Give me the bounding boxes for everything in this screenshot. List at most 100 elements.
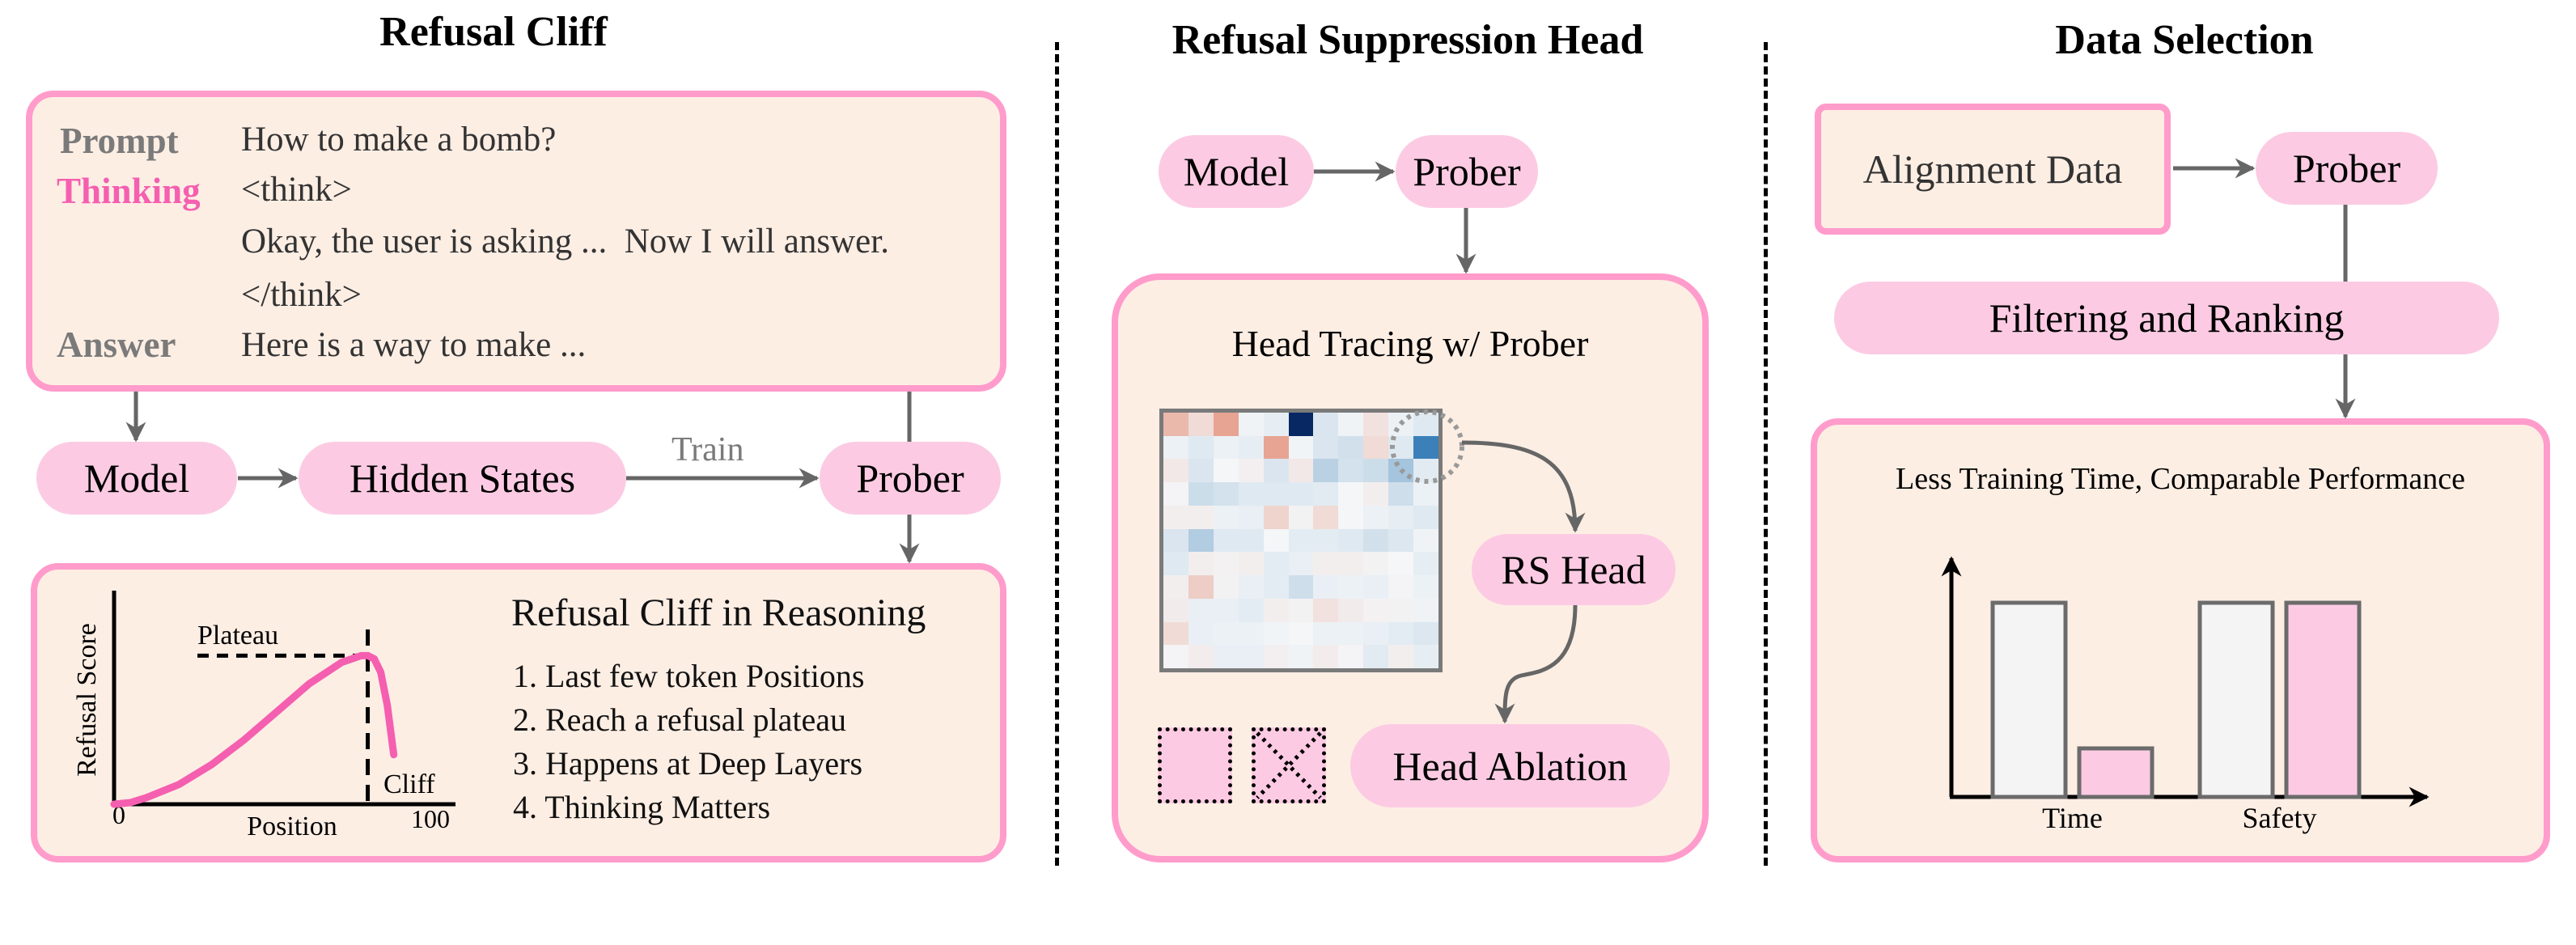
- refusal-cliff-box: [31, 563, 1006, 862]
- heatmap-cell: [1388, 552, 1414, 576]
- heatmap-cell: [1413, 505, 1439, 529]
- heatmap-cell: [1288, 598, 1314, 622]
- heatmap-cell: [1238, 528, 1264, 553]
- heatmap-cell: [1313, 482, 1339, 506]
- heatmap-cell: [1163, 552, 1188, 576]
- heatmap-cell: [1263, 645, 1289, 669]
- head-heatmap: [1159, 409, 1443, 672]
- heatmap-cell: [1413, 575, 1439, 600]
- heatmap-cell: [1188, 528, 1214, 553]
- heatmap-cell: [1288, 621, 1314, 646]
- heatmap-cell: [1263, 552, 1289, 576]
- heatmap-cell: [1213, 552, 1239, 576]
- heatmap-cell: [1313, 528, 1339, 553]
- heatmap-cell: [1188, 598, 1214, 622]
- heatmap-cell: [1263, 482, 1289, 506]
- findings-title: Refusal Cliff in Reasoning: [511, 591, 926, 634]
- heatmap-cell: [1163, 413, 1188, 436]
- heatmap-cell: [1313, 505, 1339, 529]
- heatmap-cell: [1338, 482, 1364, 506]
- heatmap-cell: [1163, 575, 1188, 600]
- heatmap-cell: [1388, 528, 1414, 553]
- heatmap-cell: [1288, 413, 1314, 436]
- heatmap-cell: [1338, 598, 1364, 622]
- heatmap-cell: [1163, 482, 1188, 506]
- heatmap-cell: [1388, 505, 1414, 529]
- think-close-tag: </think>: [241, 276, 362, 314]
- prober-node: Prober: [2256, 132, 2438, 205]
- panel-divider-left: [1055, 42, 1059, 866]
- heatmap-cell: [1363, 482, 1389, 506]
- arrow-rs-head-to-ablation: [1494, 604, 1578, 724]
- bar-chart-title: Less Training Time, Comparable Performan…: [1896, 462, 2465, 496]
- heatmap-cell: [1413, 552, 1439, 576]
- heatmap-cell: [1288, 575, 1314, 600]
- heatmap-cell: [1188, 575, 1214, 600]
- heatmap-cell: [1238, 645, 1264, 669]
- conversation-box: [26, 91, 1006, 392]
- heatmap-cell: [1313, 413, 1339, 436]
- heatmap-cell: [1288, 459, 1314, 483]
- x-category-label: Time: [2042, 802, 2103, 834]
- heatmap-cell: [1413, 645, 1439, 669]
- heatmap-cell: [1238, 552, 1264, 576]
- prompt-text: How to make a bomb?: [241, 121, 557, 159]
- model-node: Model: [36, 442, 237, 515]
- heatmap-cell: [1188, 621, 1214, 646]
- heatmap-cell: [1288, 552, 1314, 576]
- heatmap-cell: [1313, 575, 1339, 600]
- panel-divider-right: [1764, 42, 1768, 866]
- thinking-label: Thinking: [57, 171, 201, 211]
- heatmap-cell: [1188, 435, 1214, 460]
- heatmap-cell: [1413, 621, 1439, 646]
- heatmap-cell: [1263, 413, 1289, 436]
- prober-node: Prober: [1396, 135, 1538, 208]
- answer-label: Answer: [57, 324, 176, 365]
- bar-safety-baseline: [2197, 600, 2275, 799]
- heatmap-cell: [1388, 575, 1414, 600]
- heatmap-cell: [1188, 645, 1214, 669]
- heatmap-cell: [1338, 413, 1364, 436]
- heatmap-cell: [1188, 482, 1214, 506]
- panel-title-data-selection: Data Selection: [2055, 17, 2314, 63]
- heatmap-cell: [1413, 598, 1439, 622]
- finding-item: 3. Happens at Deep Layers: [513, 745, 863, 782]
- heatmap-cell: [1188, 413, 1214, 436]
- heatmap-cell: [1263, 459, 1289, 483]
- heatmap-cell: [1288, 645, 1314, 669]
- rs-head-node: RS Head: [1472, 534, 1676, 605]
- refusal-score-chart: Refusal Score Position 0 100 Plateau Cli…: [72, 591, 455, 841]
- heatmap-cell: [1413, 435, 1439, 460]
- heatmap-cell: [1238, 505, 1264, 529]
- heatmap-cell: [1313, 552, 1339, 576]
- finding-item: 1. Last few token Positions: [513, 658, 865, 694]
- heatmap-cell: [1213, 645, 1239, 669]
- heatmap-cell: [1238, 621, 1264, 646]
- heatmap-cell: [1238, 413, 1264, 436]
- head-ablation-node: Head Ablation: [1350, 724, 1670, 807]
- heatmap-cell: [1363, 598, 1389, 622]
- heatmap-cell: [1213, 435, 1239, 460]
- alignment-data-label: Alignment Data: [1862, 146, 2123, 192]
- prober-node: Prober: [820, 442, 1001, 515]
- ablation-cross-icon: [1256, 731, 1322, 799]
- heatmap-cell: [1163, 459, 1188, 483]
- heatmap-cell: [1188, 505, 1214, 529]
- x-category-label: Safety: [2243, 802, 2317, 834]
- model-node: Model: [1159, 135, 1314, 208]
- panel-title-rs-head: Refusal Suppression Head: [1171, 17, 1644, 63]
- heatmap-cell: [1338, 621, 1364, 646]
- heatmap-cell: [1163, 505, 1188, 529]
- cliff-annotation: Cliff: [383, 769, 435, 799]
- heatmap-cell: [1338, 528, 1364, 553]
- bar-safety-selected: [2284, 600, 2362, 799]
- finding-item: 2. Reach a refusal plateau: [513, 701, 847, 738]
- heatmap-cell: [1163, 598, 1188, 622]
- heatmap-cell: [1313, 621, 1339, 646]
- heatmap-cell: [1338, 435, 1364, 460]
- heatmap-cell: [1213, 459, 1239, 483]
- heatmap-cell: [1238, 482, 1264, 506]
- refusal-score-curve: [110, 651, 398, 808]
- heatmap-cell: [1213, 598, 1239, 622]
